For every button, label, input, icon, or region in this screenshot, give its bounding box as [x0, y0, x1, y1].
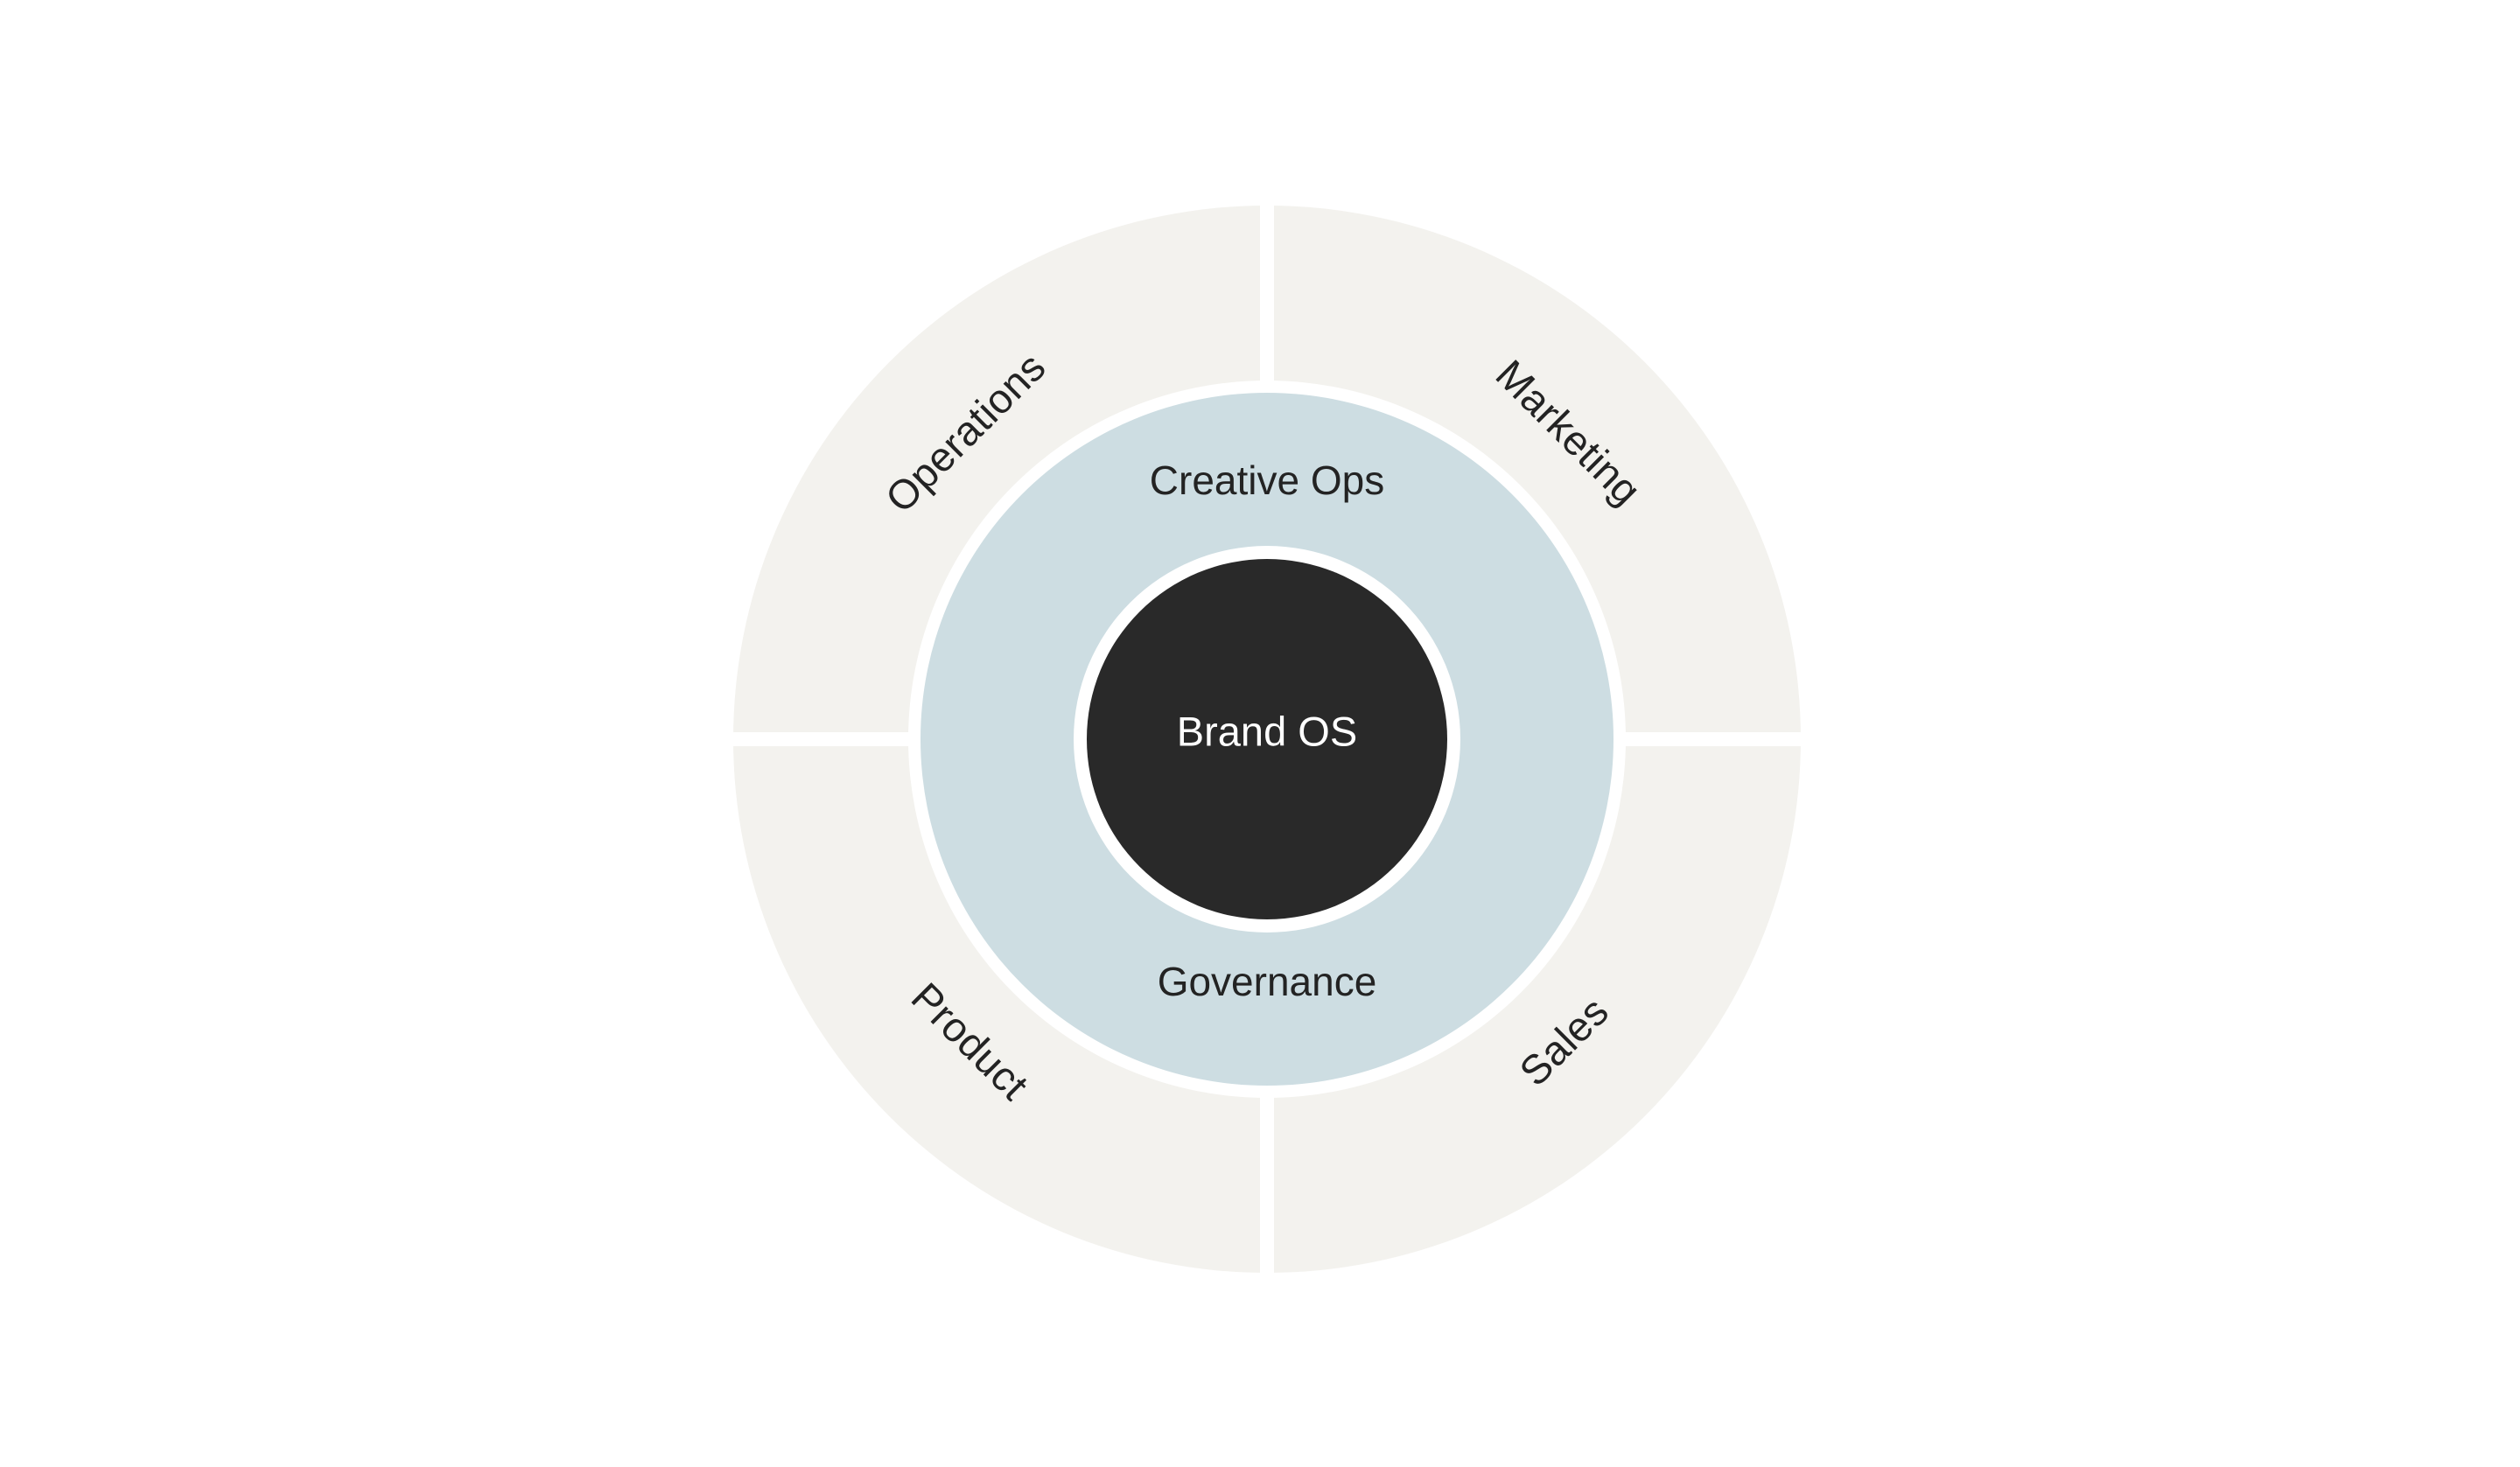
core-circle	[1087, 559, 1447, 919]
middle-label-governance: Governance	[1158, 959, 1377, 1004]
middle-label-creative-ops: Creative Ops	[1150, 458, 1384, 503]
core-label: Brand OS	[1177, 708, 1357, 754]
